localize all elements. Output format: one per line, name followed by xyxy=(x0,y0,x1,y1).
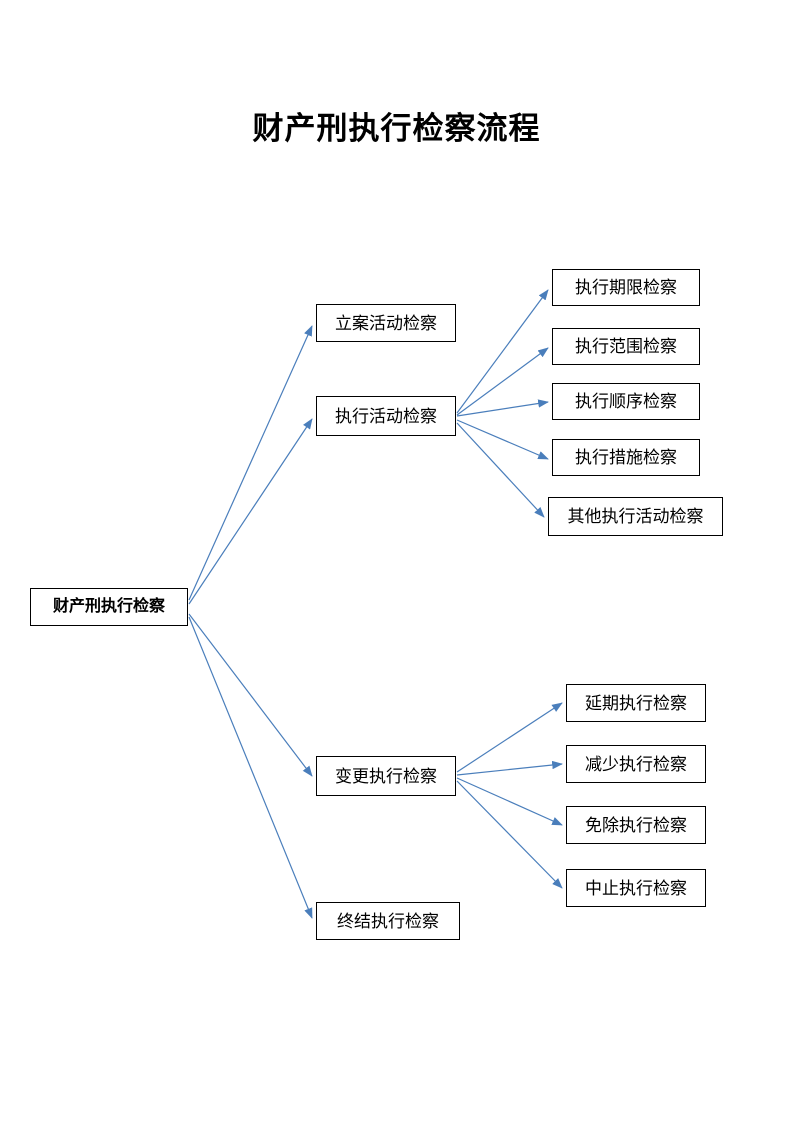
node-label: 财产刑执行检察 xyxy=(52,598,165,615)
node-l2i[interactable]: 中止执行检察 xyxy=(566,869,706,907)
connector-l1c-to-l2g xyxy=(456,760,563,776)
node-label: 免除执行检察 xyxy=(585,815,687,835)
node-label: 执行范围检察 xyxy=(575,337,677,356)
connector-root-to-l1d xyxy=(188,616,313,919)
node-l1a[interactable]: 立案活动检察 xyxy=(316,304,456,342)
node-l2h[interactable]: 免除执行检察 xyxy=(566,806,706,844)
edge-layer xyxy=(188,289,563,919)
page-title: 财产刑执行检察流程 xyxy=(252,111,541,146)
connector-root-to-l1c xyxy=(188,613,313,777)
node-label: 执行活动检察 xyxy=(335,406,437,426)
connector-l1b-to-l2c xyxy=(456,399,549,417)
node-label: 终结执行检察 xyxy=(337,911,439,931)
node-l2e[interactable]: 其他执行活动检察 xyxy=(548,497,723,536)
node-label: 变更执行检察 xyxy=(335,766,437,786)
node-root[interactable]: 财产刑执行检察 xyxy=(30,588,188,626)
connector-root-to-l1a xyxy=(188,325,313,601)
connector-root-to-l1b xyxy=(188,418,313,605)
node-label: 延期执行检察 xyxy=(585,693,687,713)
node-label: 减少执行检察 xyxy=(585,754,687,774)
connector-l1c-to-l2i xyxy=(456,780,563,889)
node-label: 立案活动检察 xyxy=(335,313,437,333)
connector-l1b-to-l2e xyxy=(456,422,545,518)
connector-l1b-to-l2a xyxy=(456,289,549,414)
connector-l1c-to-l2f xyxy=(456,702,563,773)
node-l2g[interactable]: 减少执行检察 xyxy=(566,745,706,783)
node-l1b[interactable]: 执行活动检察 xyxy=(316,396,456,436)
connector-l1c-to-l2h xyxy=(456,777,563,826)
node-label: 中止执行检察 xyxy=(585,878,687,898)
node-l1d[interactable]: 终结执行检察 xyxy=(316,902,460,940)
connector-l1b-to-l2d xyxy=(456,419,549,460)
node-l2c[interactable]: 执行顺序检察 xyxy=(552,383,700,420)
node-label: 其他执行活动检察 xyxy=(567,507,704,526)
connector-l1b-to-l2b xyxy=(456,347,549,416)
node-l2b[interactable]: 执行范围检察 xyxy=(552,328,700,365)
node-l1c[interactable]: 变更执行检察 xyxy=(316,756,456,796)
node-label: 执行期限检察 xyxy=(575,278,677,297)
node-l2d[interactable]: 执行措施检察 xyxy=(552,439,700,476)
node-label: 执行顺序检察 xyxy=(575,392,677,411)
node-l2a[interactable]: 执行期限检察 xyxy=(552,269,700,306)
node-l2f[interactable]: 延期执行检察 xyxy=(566,684,706,722)
node-label: 执行措施检察 xyxy=(575,448,677,467)
